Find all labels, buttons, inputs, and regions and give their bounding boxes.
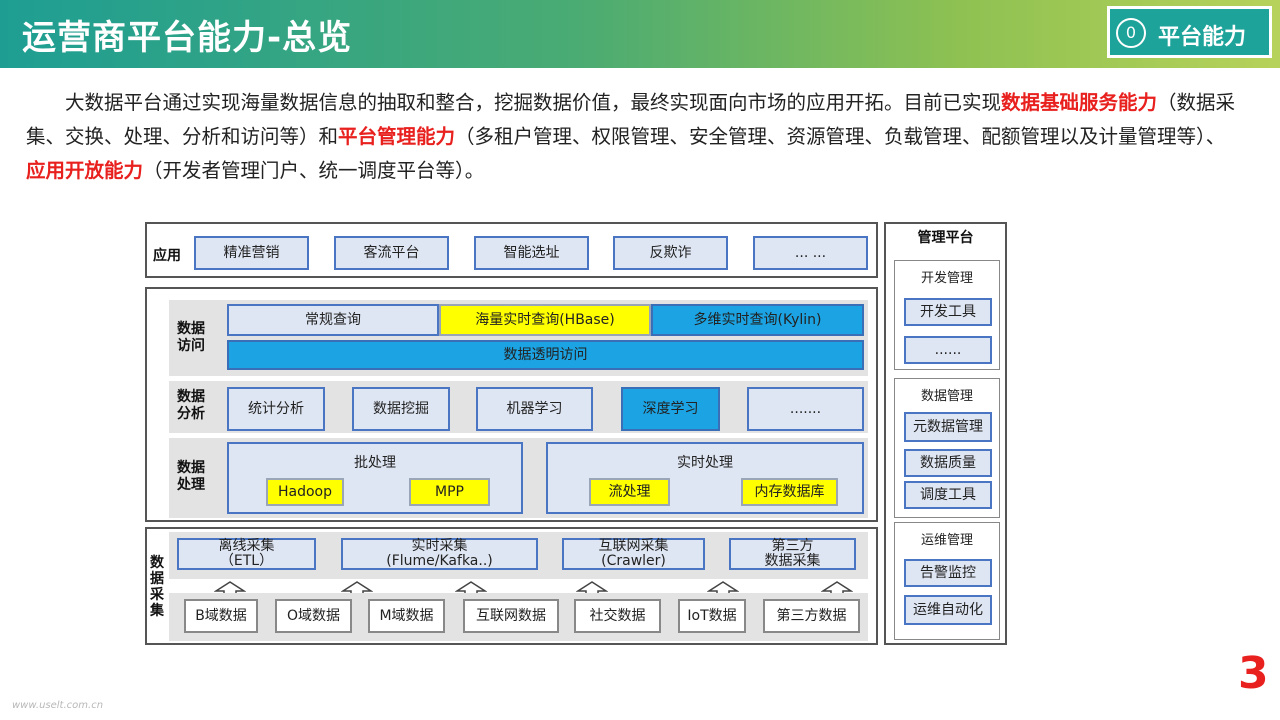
- page-number: 3: [1238, 648, 1269, 699]
- analysis-layer-label: 数据 分析: [177, 389, 205, 422]
- query-hbase[interactable]: 海量实时查询(HBase): [439, 304, 651, 336]
- intro-highlight-platform-mgmt: 平台管理能力: [338, 125, 456, 148]
- section-badge: 0 平台能力: [1107, 6, 1272, 58]
- app-item[interactable]: 反欺诈: [613, 236, 728, 270]
- analysis-item[interactable]: 机器学习: [476, 387, 593, 431]
- analysis-item[interactable]: .......: [747, 387, 864, 431]
- access-layer-label: 数据 访问: [177, 321, 205, 354]
- intro-text-3: （多租户管理、权限管理、安全管理、资源管理、负载管理、配额管理以及计量管理等）、: [455, 125, 1226, 148]
- app-item[interactable]: 智能选址: [474, 236, 589, 270]
- data-source[interactable]: 第三方数据: [763, 599, 860, 633]
- batch-processing-title: 批处理: [354, 455, 396, 471]
- query-normal[interactable]: 常规查询: [227, 304, 439, 336]
- analysis-item[interactable]: 统计分析: [227, 387, 325, 431]
- data-source[interactable]: B域数据: [184, 599, 258, 633]
- collection-method[interactable]: 第三方 数据采集: [729, 538, 856, 570]
- intro-paragraph: 大数据平台通过实现海量数据信息的抽取和整合，挖掘数据价值，最终实现面向市场的应用…: [26, 86, 1241, 188]
- ops-management-group: 运维管理 告警监控 运维自动化: [894, 522, 1000, 640]
- data-management-title: 数据管理: [920, 389, 973, 404]
- data-source[interactable]: 社交数据: [574, 599, 661, 633]
- transparent-access[interactable]: 数据透明访问: [227, 340, 864, 370]
- dev-management-title: 开发管理: [920, 271, 973, 286]
- management-platform-title: 管理平台: [917, 230, 974, 246]
- data-management-group: 数据管理 元数据管理 数据质量 调度工具: [894, 378, 1000, 518]
- collection-method[interactable]: 实时采集 (Flume/Kafka..): [341, 538, 538, 570]
- ops-management-title: 运维管理: [920, 533, 973, 548]
- realtime-processing-title: 实时处理: [677, 455, 733, 471]
- title-bar: 运营商平台能力-总览 0 平台能力: [0, 0, 1280, 68]
- intro-highlight-app-open: 应用开放能力: [26, 159, 144, 182]
- intro-text-4: （开发者管理门户、统一调度平台等）。: [143, 159, 485, 182]
- ops-item[interactable]: 告警监控: [904, 559, 992, 587]
- processing-layer-label: 数据 处理: [177, 460, 205, 493]
- intro-text-2: （数据采集、交换、处理、分析和访问等）和: [26, 91, 1236, 148]
- data-source[interactable]: 互联网数据: [463, 599, 559, 633]
- dev-management-group: 开发管理 开发工具 ......: [894, 260, 1000, 370]
- data-service-frame: 数据 访问 常规查询 海量实时查询(HBase) 多维实时查询(Kylin) 数…: [145, 287, 878, 522]
- section-number-icon: 0: [1116, 18, 1146, 48]
- collection-method[interactable]: 互联网采集 (Crawler): [562, 538, 705, 570]
- section-label: 平台能力: [1158, 25, 1247, 50]
- batch-item-mpp[interactable]: MPP: [409, 478, 490, 506]
- batch-processing-panel[interactable]: 批处理 Hadoop MPP: [227, 442, 523, 514]
- realtime-item-memdb[interactable]: 内存数据库: [741, 478, 838, 506]
- collection-layer-label: 数 据 采 集: [150, 555, 164, 619]
- dev-item[interactable]: ......: [904, 336, 992, 364]
- data-mgmt-item[interactable]: 元数据管理: [904, 412, 992, 442]
- page-title: 运营商平台能力-总览: [22, 18, 353, 58]
- data-source[interactable]: M域数据: [368, 599, 445, 633]
- intro-highlight-data-service: 数据基础服务能力: [1001, 91, 1158, 114]
- query-kylin[interactable]: 多维实时查询(Kylin): [651, 304, 864, 336]
- collection-method[interactable]: 离线采集 （ETL）: [177, 538, 316, 570]
- batch-item-hadoop[interactable]: Hadoop: [266, 478, 344, 506]
- data-source[interactable]: O域数据: [275, 599, 352, 633]
- data-mgmt-item[interactable]: 调度工具: [904, 481, 992, 509]
- watermark: www.uselt.com.cn: [12, 700, 104, 711]
- analysis-item[interactable]: 数据挖掘: [352, 387, 450, 431]
- app-layer-label: 应用: [153, 248, 181, 264]
- data-mgmt-item[interactable]: 数据质量: [904, 449, 992, 477]
- intro-text-1: 大数据平台通过实现海量数据信息的抽取和整合，挖掘数据价值，最终实现面向市场的应用…: [65, 91, 1002, 114]
- management-platform: 管理平台 开发管理 开发工具 ...... 数据管理 元数据管理 数据质量 调度…: [884, 222, 1007, 645]
- realtime-item-stream[interactable]: 流处理: [589, 478, 670, 506]
- ops-item[interactable]: 运维自动化: [904, 595, 992, 625]
- collection-layer: 数 据 采 集 离线采集 （ETL） 实时采集 (Flume/Kafka..) …: [145, 527, 878, 645]
- dev-item[interactable]: 开发工具: [904, 298, 992, 326]
- app-item[interactable]: 精准营销: [194, 236, 309, 270]
- app-item[interactable]: 客流平台: [334, 236, 449, 270]
- data-source[interactable]: IoT数据: [678, 599, 746, 633]
- app-item[interactable]: ... ...: [753, 236, 868, 270]
- analysis-item[interactable]: 深度学习: [621, 387, 720, 431]
- app-layer: 应用 精准营销 客流平台 智能选址 反欺诈 ... ...: [145, 222, 878, 278]
- realtime-processing-panel[interactable]: 实时处理 流处理 内存数据库: [546, 442, 864, 514]
